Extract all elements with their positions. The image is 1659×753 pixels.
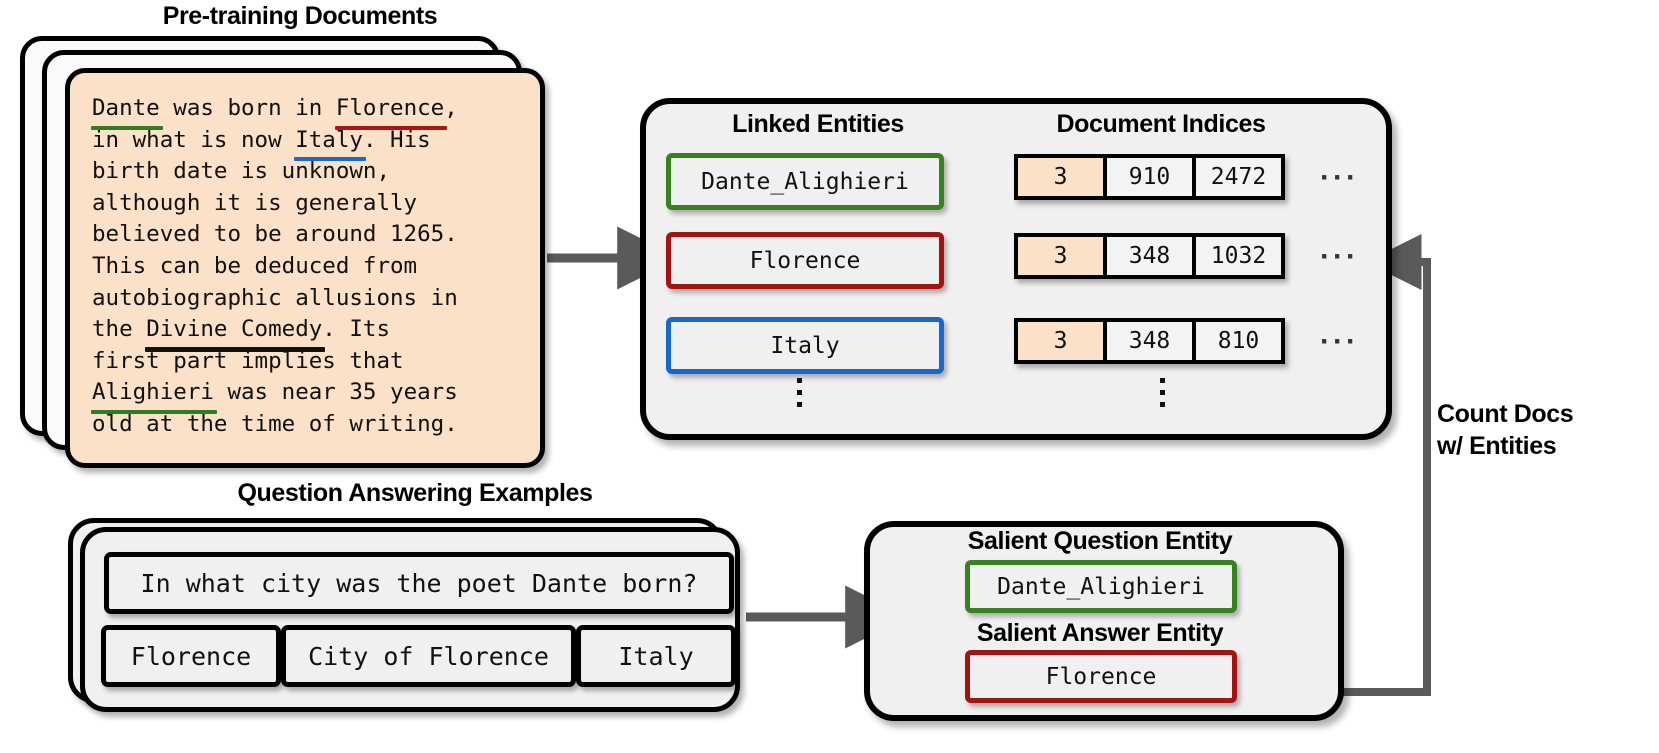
salient-question-entity-header: Salient Question Entity [967,527,1233,555]
indices-ellipsis-2: ··· [1320,325,1359,358]
indices-ellipsis-1: ··· [1320,240,1359,273]
entity-mention-blue: Italy [294,125,366,161]
document-line: This can be deduced from [92,251,522,283]
linked-entity-box-0[interactable]: Dante_Alighieri [666,153,944,210]
qa-answer-box-1[interactable]: City of Florence [281,625,576,687]
qa-answer-text: Italy [618,641,694,671]
document-card-front[interactable]: Dante was born in Florence,in what is no… [65,68,545,468]
count-docs-label-line1: Count Docs [1437,400,1574,428]
document-text-run: in what is now [92,126,296,153]
count-docs-label-line2: w/ Entities [1437,432,1557,460]
document-text-run: autobiographic allusions in [92,284,458,311]
document-text-run: believed to be around 1265. [92,221,458,248]
document-line: old at the time of writing. [92,409,522,441]
document-line: Dante was born in Florence, [91,93,522,130]
linked-entity-label: Dante_Alighieri [701,168,909,195]
document-text-run: was born in [159,95,336,121]
document-index-cell[interactable]: 910 [1103,154,1196,200]
entity-mention-green: Alighieri [91,377,217,414]
qa-answer-box-0[interactable]: Florence [101,625,281,687]
document-line: first part implies that [92,346,522,378]
document-text-run: although it is generally [92,189,418,216]
indices-ellipsis-0: ··· [1320,161,1359,194]
linked-entity-label: Florence [749,247,861,274]
document-index-cell[interactable]: 3 [1014,233,1107,279]
document-line: believed to be around 1265. [92,219,522,251]
salient-question-entity-box[interactable]: Dante_Alighieri [965,560,1237,613]
linked-entity-label: Italy [770,332,840,359]
document-text-run: birth date is unknown, [92,158,391,185]
document-indices-header: Document Indices [1056,110,1266,138]
document-text-run: first part implies that [92,347,404,374]
document-line: Alighieri was near 35 years [91,377,522,414]
document-line: autobiographic allusions in [92,283,522,315]
linked-entities-header: Linked Entities [732,110,904,138]
document-text-run: . His [362,126,431,153]
salient-answer-entity-label: Florence [1045,663,1157,690]
document-text-run: This can be deduced from [92,252,418,279]
entity-mention-red: Florence [334,93,448,130]
entity-mention-black: Divine Comedy [145,314,326,352]
document-index-cell[interactable]: 3 [1014,318,1107,364]
document-index-cell[interactable]: 2472 [1192,154,1285,200]
document-text-run: the [92,316,147,343]
salient-question-entity-label: Dante_Alighieri [997,573,1205,600]
document-indices-vertical-ellipsis [1160,378,1165,407]
qa-examples-title: Question Answering Examples [237,479,593,507]
document-indices-row-1: 3 348 1032 [1014,233,1285,279]
qa-answer-text: Florence [130,641,252,671]
linked-entity-box-2[interactable]: Italy [666,317,944,374]
document-line: in what is now Italy. His [92,125,522,161]
document-line: although it is generally [92,188,522,220]
document-text-run: , [444,95,458,121]
salient-answer-entity-header: Salient Answer Entity [976,619,1224,647]
salient-answer-entity-box[interactable]: Florence [965,650,1237,703]
document-index-cell[interactable]: 1032 [1192,233,1285,279]
document-indices-row-2: 3 348 810 [1014,318,1285,364]
document-line: birth date is unknown, [92,156,522,188]
entity-mention-green: Dante [91,93,163,130]
linked-entities-vertical-ellipsis [797,378,802,407]
document-text-run: old at the time of writing. [92,410,458,437]
qa-question-text: In what city was the poet Dante born? [140,568,698,598]
qa-answer-box-2[interactable]: Italy [576,625,736,687]
qa-answer-text: City of Florence [308,641,549,671]
document-index-cell[interactable]: 3 [1014,154,1107,200]
pretraining-document-stack: Dante was born in Florence,in what is no… [20,36,545,468]
document-text: Dante was born in Florence,in what is no… [91,93,522,441]
qa-question-box[interactable]: In what city was the poet Dante born? [104,552,734,614]
document-line: the Divine Comedy. Its [92,314,522,352]
pretraining-documents-title: Pre-training Documents [162,2,438,30]
document-index-cell[interactable]: 348 [1103,318,1196,364]
document-index-cell[interactable]: 348 [1103,233,1196,279]
document-indices-row-0: 3 910 2472 [1014,154,1285,200]
linked-entity-box-1[interactable]: Florence [666,232,944,289]
document-text-run: . Its [322,316,391,343]
document-text-run: was near 35 years [213,379,458,406]
document-index-cell[interactable]: 810 [1192,318,1285,364]
